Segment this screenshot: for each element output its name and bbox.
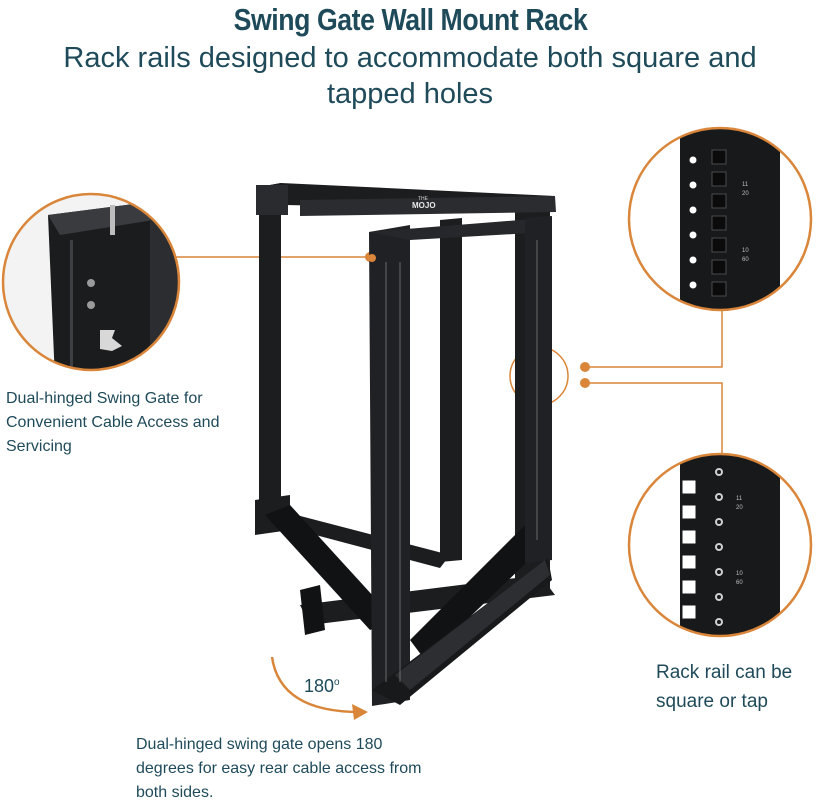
rail-mark-b-bottom: 60: [742, 257, 749, 263]
brand-logo-text: MOJO: [412, 201, 436, 210]
hinge-caption: Dual-hinged Swing Gate for Convenient Ca…: [6, 390, 220, 455]
rail-square-cutouts: [681, 479, 697, 620]
rail-top-connector-line: [585, 310, 723, 368]
rack-swing-gate: [368, 216, 552, 706]
rail-top-marker-dot: [580, 362, 590, 372]
rail-mark-a-top: 11: [742, 182, 749, 188]
rail-mark-b-top: 10: [742, 248, 749, 254]
page-subtitle: Rack rails designed to accommodate both …: [63, 42, 757, 110]
rack-top-bar: THE MOJO: [300, 196, 556, 216]
hinge-zoom-view: [1, 192, 181, 372]
square-hole-zoom-view: 11 20 10 60: [627, 126, 813, 312]
rail-bottom-connector-line: [585, 382, 723, 455]
tap-mark-b-bottom: 60: [736, 580, 743, 586]
rack-diagonal-rails: [265, 505, 550, 660]
page-title: Swing Gate Wall Mount Rack: [233, 2, 588, 37]
rotation-label: 180o: [304, 676, 340, 696]
gate-rail-holes: [385, 240, 538, 682]
tap-mark-a-top: 11: [736, 496, 743, 502]
rail-round-holes: [689, 156, 697, 289]
rail-square-holes: [711, 149, 727, 297]
gate-hinge-marker: [368, 254, 376, 262]
swing-caption: Dual-hinged swing gate opens 180 degrees…: [136, 736, 422, 800]
rail-mark-a-bottom: 20: [742, 191, 749, 197]
rotation-arrow: [270, 656, 361, 714]
tap-mark-a-bottom: 20: [736, 505, 743, 511]
brand-small-text: THE: [418, 196, 429, 202]
tapped-hole-zoom-view: 11 20 10 60: [627, 452, 813, 638]
rail-bottom-marker-dot: [580, 378, 590, 388]
rail-caption: Rack rail can be square or tap: [656, 662, 793, 712]
tap-mark-b-top: 10: [736, 571, 743, 577]
rotation-arrowhead-icon: [352, 704, 368, 720]
